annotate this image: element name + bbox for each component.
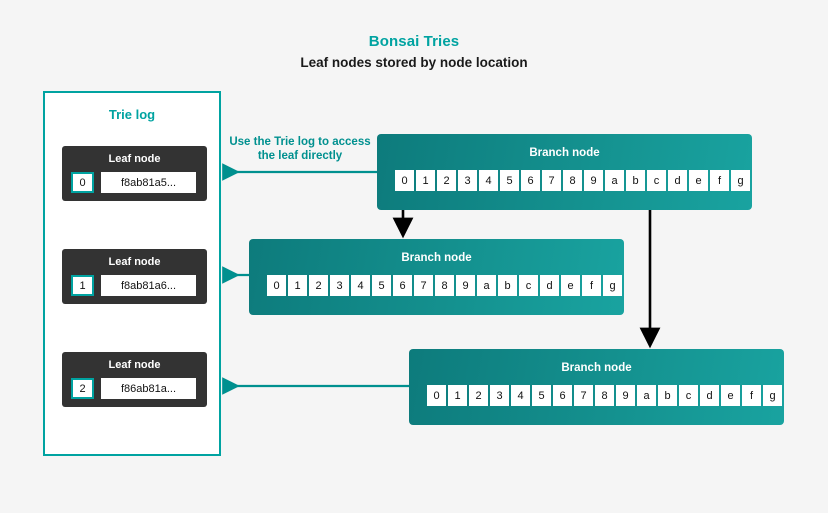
leaf-node-hash: f8ab81a5...	[101, 172, 196, 193]
branch-slot-7[interactable]: 7	[414, 275, 433, 296]
branch-slot-5[interactable]: 5	[532, 385, 551, 406]
branch-slot-3[interactable]: 3	[330, 275, 349, 296]
branch-slot-c[interactable]: c	[679, 385, 698, 406]
branch-slot-b[interactable]: b	[658, 385, 677, 406]
leaf-node-card-0[interactable]: Leaf node 0 f8ab81a5...	[62, 146, 207, 201]
branch-slot-e[interactable]: e	[721, 385, 740, 406]
branch-slot-2[interactable]: 2	[309, 275, 328, 296]
trie-log-title: Trie log	[108, 107, 156, 122]
branch-slot-9[interactable]: 9	[456, 275, 475, 296]
branch-slot-8[interactable]: 8	[435, 275, 454, 296]
leaf-node-hash: f8ab81a6...	[101, 275, 196, 296]
branch-node-label: Branch node	[529, 147, 600, 159]
leaf-node-index: 1	[71, 275, 94, 296]
branch-slot-8[interactable]: 8	[595, 385, 614, 406]
branch-slot-6[interactable]: 6	[553, 385, 572, 406]
branch-slot-e[interactable]: e	[561, 275, 580, 296]
branch-slot-5[interactable]: 5	[372, 275, 391, 296]
branch-slot-2[interactable]: 2	[469, 385, 488, 406]
branch-slot-d[interactable]: d	[540, 275, 559, 296]
branch-slot-d[interactable]: d	[668, 170, 687, 191]
branch-slot-1[interactable]: 1	[448, 385, 467, 406]
branch-slot-7[interactable]: 7	[542, 170, 561, 191]
branch-slot-c[interactable]: c	[647, 170, 666, 191]
branch-node-label: Branch node	[401, 252, 472, 264]
branch-slot-d[interactable]: d	[700, 385, 719, 406]
branch-slot-6[interactable]: 6	[521, 170, 540, 191]
leaf-node-card-2[interactable]: Leaf node 2 f86ab81a...	[62, 352, 207, 407]
branch-node-label: Branch node	[561, 362, 632, 374]
branch-slot-7[interactable]: 7	[574, 385, 593, 406]
branch-slot-b[interactable]: b	[498, 275, 517, 296]
branch-slot-3[interactable]: 3	[490, 385, 509, 406]
branch-slot-b[interactable]: b	[626, 170, 645, 191]
branch-slot-c[interactable]: c	[519, 275, 538, 296]
page-subtitle: Leaf nodes stored by node location	[300, 55, 528, 70]
branch-slot-9[interactable]: 9	[584, 170, 603, 191]
branch-slot-1[interactable]: 1	[288, 275, 307, 296]
branch-slot-0[interactable]: 0	[427, 385, 446, 406]
branch-slot-a[interactable]: a	[605, 170, 624, 191]
branch-slot-0[interactable]: 0	[267, 275, 286, 296]
branch-slot-f[interactable]: f	[710, 170, 729, 191]
branch-slot-9[interactable]: 9	[616, 385, 635, 406]
branch-slot-8[interactable]: 8	[563, 170, 582, 191]
branch-slot-g[interactable]: g	[603, 275, 622, 296]
branch-slot-f[interactable]: f	[582, 275, 601, 296]
trie-log-panel: Trie log Leaf node 0 f8ab81a5... Leaf no…	[43, 91, 221, 456]
branch-slot-6[interactable]: 6	[393, 275, 412, 296]
branch-slot-2[interactable]: 2	[437, 170, 456, 191]
leaf-node-label: Leaf node	[108, 153, 161, 165]
branch-slot-4[interactable]: 4	[511, 385, 530, 406]
page-title: Bonsai Tries	[368, 33, 460, 50]
branch-slot-4[interactable]: 4	[351, 275, 370, 296]
branch-slot-a[interactable]: a	[477, 275, 496, 296]
leaf-node-row: 0 f8ab81a5...	[71, 172, 196, 193]
leaf-node-index: 0	[71, 172, 94, 193]
leaf-node-row: 1 f8ab81a6...	[71, 275, 196, 296]
branch-slot-g[interactable]: g	[763, 385, 782, 406]
branch-slot-5[interactable]: 5	[500, 170, 519, 191]
leaf-node-label: Leaf node	[108, 256, 161, 268]
branch-slot-f[interactable]: f	[742, 385, 761, 406]
leaf-node-index: 2	[71, 378, 94, 399]
branch-slot-a[interactable]: a	[637, 385, 656, 406]
leaf-node-card-1[interactable]: Leaf node 1 f8ab81a6...	[62, 249, 207, 304]
header: Bonsai Tries Leaf nodes stored by node l…	[0, 32, 828, 73]
branch-slot-3[interactable]: 3	[458, 170, 477, 191]
branch-slot-1[interactable]: 1	[416, 170, 435, 191]
annotation-trie-log-access: Use the Trie log to access the leaf dire…	[229, 136, 371, 162]
branch-slot-0[interactable]: 0	[395, 170, 414, 191]
branch-slot-4[interactable]: 4	[479, 170, 498, 191]
leaf-node-hash: f86ab81a...	[101, 378, 196, 399]
branch-slot-e[interactable]: e	[689, 170, 708, 191]
leaf-node-row: 2 f86ab81a...	[71, 378, 196, 399]
leaf-node-label: Leaf node	[108, 359, 161, 371]
branch-slot-g[interactable]: g	[731, 170, 750, 191]
